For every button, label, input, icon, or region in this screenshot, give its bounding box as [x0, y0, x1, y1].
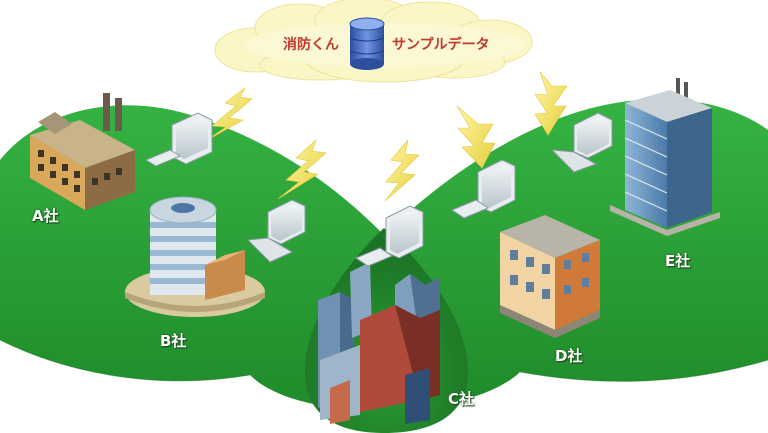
lightning-bolt-icon — [456, 105, 496, 169]
company-label-c: C社 — [448, 390, 475, 408]
database-icon — [349, 17, 385, 70]
company-label-b: B社 — [160, 332, 187, 350]
city-skyline-icon — [318, 262, 440, 424]
desktop-computer-icon — [144, 112, 213, 167]
desktop-computer-icon — [450, 159, 516, 219]
lightning-bolt-icon — [277, 139, 327, 200]
cloud-label-left: 消防くん — [283, 37, 339, 53]
laptop-icon — [246, 199, 306, 263]
company-label-d: D社 — [555, 347, 583, 365]
laptop-icon — [550, 112, 613, 173]
company-label-a: A社 — [32, 207, 59, 225]
company-label-e: E社 — [665, 252, 691, 270]
lightning-bolts — [203, 71, 568, 202]
office-tower-icon — [125, 196, 265, 317]
desktop-computer-icon — [354, 205, 424, 267]
factory-icon — [30, 93, 135, 210]
cloud — [214, 0, 533, 83]
lightning-bolt-icon — [384, 139, 420, 202]
lightning-bolt-icon — [534, 71, 568, 136]
apartment-icon — [500, 215, 600, 338]
skyscraper-icon — [610, 78, 720, 236]
cloud-label-right: サンプルデータ — [392, 37, 490, 53]
